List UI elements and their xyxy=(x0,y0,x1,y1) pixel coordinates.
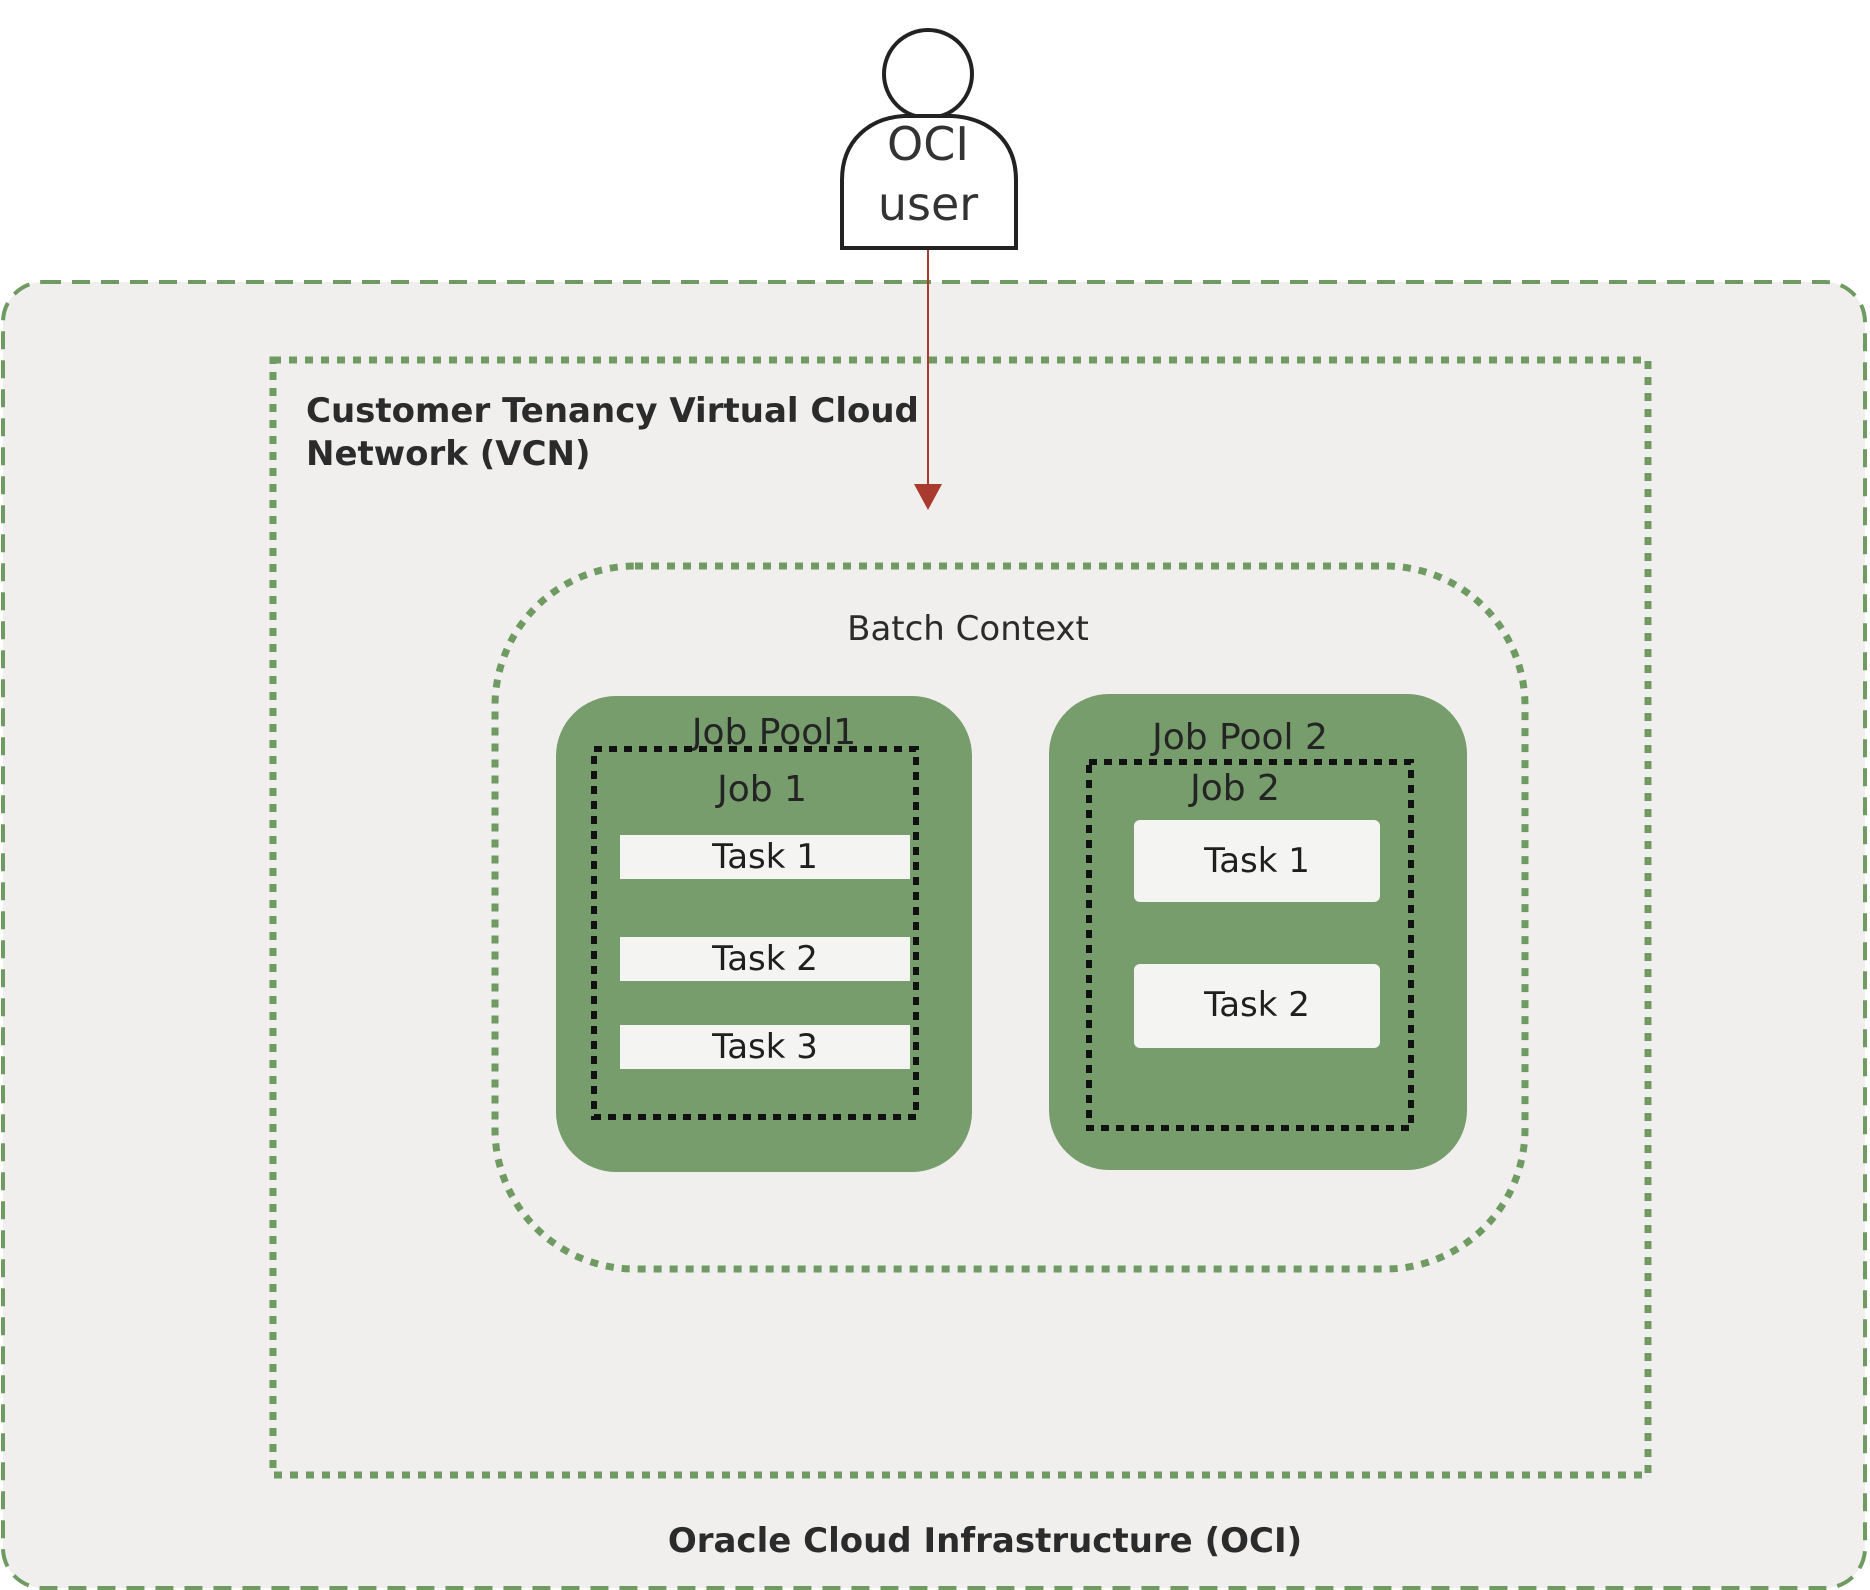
task-label: Task 2 xyxy=(1203,985,1310,1025)
task-label: Task 1 xyxy=(711,837,818,877)
arrow-head xyxy=(914,484,942,510)
vcn-region-border xyxy=(269,356,1652,1479)
user-to-vcn-arrow xyxy=(914,248,942,510)
job-pool-2: Job Pool 2 Job 2 Task 1 Task 2 xyxy=(1049,694,1467,1170)
job-pool-2-box xyxy=(1049,694,1467,1170)
user-body-icon xyxy=(840,114,1018,250)
task-box xyxy=(1134,964,1380,1048)
vcn-region-label-line1: Customer Tenancy Virtual Cloud xyxy=(306,391,919,431)
job-1-task-3: Task 3 xyxy=(620,1025,910,1069)
task-box xyxy=(620,835,910,879)
job-2-task-1: Task 1 xyxy=(1134,820,1380,902)
task-label: Task 2 xyxy=(711,939,818,979)
oci-user-actor: OCI user xyxy=(840,28,1018,250)
user-head-icon xyxy=(882,28,974,120)
job-2-label: Job 2 xyxy=(1188,768,1280,809)
task-label: Task 3 xyxy=(711,1027,818,1067)
batch-context: Batch Context xyxy=(491,562,1529,1273)
job-1-label: Job 1 xyxy=(715,769,807,810)
job-2-border xyxy=(1086,759,1414,1131)
job-1-task-1: Task 1 xyxy=(620,835,910,879)
task-box xyxy=(1134,820,1380,902)
oci-region-label: Oracle Cloud Infrastructure (OCI) xyxy=(668,1521,1302,1561)
batch-context-border xyxy=(491,562,1529,1273)
vcn-region-label-line2: Network (VCN) xyxy=(306,434,591,474)
user-label-line2: user xyxy=(878,177,978,231)
vcn-region: Customer Tenancy Virtual Cloud Network (… xyxy=(269,356,1652,1479)
task-box xyxy=(620,1025,910,1069)
job-pool-1: Job Pool1 Job 1 Task 1 Task 2 Task 3 xyxy=(556,696,972,1172)
task-label: Task 1 xyxy=(1203,841,1310,881)
job-2-task-2: Task 2 xyxy=(1134,964,1380,1048)
job-1-task-2: Task 2 xyxy=(620,937,910,981)
batch-context-label: Batch Context xyxy=(847,609,1089,649)
task-box xyxy=(620,937,910,981)
job-pool-1-box xyxy=(556,696,972,1172)
job-pool-2-label: Job Pool 2 xyxy=(1150,717,1328,758)
user-label-line1: OCI xyxy=(887,117,969,171)
